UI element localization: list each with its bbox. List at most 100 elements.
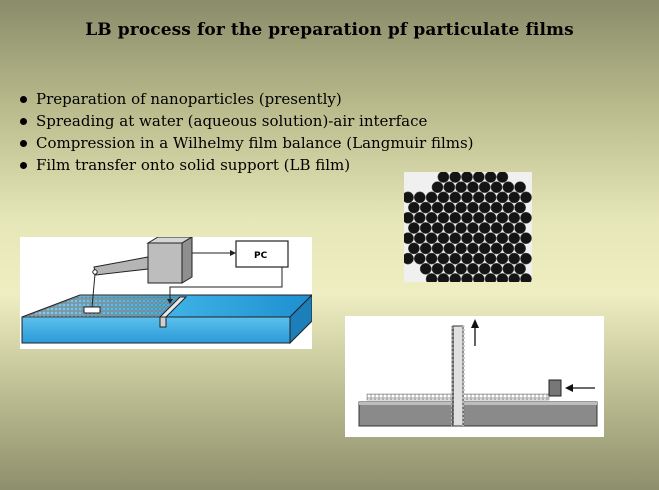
particle bbox=[443, 242, 456, 255]
particle bbox=[520, 252, 532, 265]
particle bbox=[508, 191, 521, 204]
particle bbox=[484, 172, 497, 183]
slide-title: LB process for the preparation pf partic… bbox=[85, 20, 574, 40]
particle bbox=[437, 273, 450, 282]
particle bbox=[443, 181, 456, 194]
bullet-text: Spreading at water (aqueous solution)-ai… bbox=[36, 112, 428, 130]
particle bbox=[461, 252, 473, 265]
particle bbox=[413, 191, 426, 204]
particle bbox=[484, 273, 497, 282]
nanoparticle-micrograph bbox=[404, 172, 532, 282]
particle bbox=[437, 191, 450, 204]
particle bbox=[520, 232, 532, 245]
particle bbox=[478, 201, 491, 214]
particle bbox=[413, 232, 426, 245]
particle bbox=[431, 181, 444, 194]
particle bbox=[455, 242, 467, 255]
particle bbox=[461, 211, 473, 224]
particle bbox=[449, 172, 462, 183]
particle bbox=[404, 211, 414, 224]
particle bbox=[514, 262, 526, 275]
particle bbox=[496, 232, 509, 245]
particle bbox=[425, 191, 438, 204]
particle bbox=[413, 211, 426, 224]
particle bbox=[478, 222, 491, 234]
particle bbox=[419, 242, 432, 255]
particle bbox=[449, 211, 462, 224]
particle bbox=[461, 273, 473, 282]
particle bbox=[455, 181, 467, 194]
particle bbox=[449, 273, 462, 282]
particle bbox=[467, 181, 479, 194]
particle bbox=[408, 201, 420, 214]
bullet-dot-icon bbox=[20, 161, 27, 169]
particle bbox=[408, 222, 420, 234]
particle bbox=[443, 201, 456, 214]
particle bbox=[508, 232, 521, 245]
particle bbox=[437, 172, 450, 183]
particle bbox=[496, 191, 509, 204]
particle bbox=[404, 191, 414, 204]
particle bbox=[467, 262, 479, 275]
particle bbox=[472, 191, 485, 204]
particle bbox=[437, 211, 450, 224]
particle bbox=[419, 201, 432, 214]
particle bbox=[514, 181, 526, 194]
particle bbox=[404, 232, 414, 245]
particle bbox=[520, 211, 532, 224]
particle bbox=[425, 232, 438, 245]
particle bbox=[514, 222, 526, 234]
particle bbox=[443, 222, 456, 234]
particle bbox=[472, 252, 485, 265]
particle bbox=[425, 252, 438, 265]
particle bbox=[496, 172, 509, 183]
particle bbox=[461, 232, 473, 245]
particle bbox=[484, 211, 497, 224]
particle bbox=[490, 222, 503, 234]
particle bbox=[425, 273, 438, 282]
particle bbox=[443, 262, 456, 275]
bullet-text: Film transfer onto solid support (LB fil… bbox=[36, 156, 351, 174]
particle bbox=[431, 201, 444, 214]
particle bbox=[455, 222, 467, 234]
particle bbox=[514, 201, 526, 214]
particle bbox=[419, 262, 432, 275]
particle bbox=[496, 211, 509, 224]
particle bbox=[490, 201, 503, 214]
particle bbox=[502, 181, 515, 194]
particle bbox=[508, 273, 521, 282]
particle bbox=[508, 211, 521, 224]
particle bbox=[502, 242, 515, 255]
particle bbox=[413, 252, 426, 265]
particle bbox=[431, 242, 444, 255]
particle bbox=[472, 211, 485, 224]
particle bbox=[455, 262, 467, 275]
particle bbox=[514, 242, 526, 255]
particle bbox=[467, 201, 479, 214]
particle bbox=[478, 242, 491, 255]
particle bbox=[484, 232, 497, 245]
bullet-text: Preparation of nanoparticles (presently) bbox=[36, 90, 342, 108]
particle bbox=[449, 252, 462, 265]
particle bbox=[502, 201, 515, 214]
bullet-text: Compression in a Wilhelmy film balance (… bbox=[36, 134, 474, 152]
bullet-item: Preparation of nanoparticles (presently) bbox=[20, 88, 474, 110]
bullet-item: Film transfer onto solid support (LB fil… bbox=[20, 154, 474, 176]
particle bbox=[502, 262, 515, 275]
bullet-dot-icon bbox=[20, 95, 27, 103]
pc-label: PC bbox=[254, 251, 268, 261]
particle bbox=[449, 191, 462, 204]
particle bbox=[490, 242, 503, 255]
particle bbox=[455, 201, 467, 214]
particle bbox=[484, 191, 497, 204]
particle bbox=[461, 172, 473, 183]
particle bbox=[419, 222, 432, 234]
lb-film-transfer-diagram bbox=[345, 316, 604, 437]
bullet-item: Compression in a Wilhelmy film balance (… bbox=[20, 132, 474, 154]
particle bbox=[431, 222, 444, 234]
bullet-dot-icon bbox=[20, 139, 27, 147]
langmuir-trough-diagram: PC bbox=[20, 237, 312, 349]
particle bbox=[404, 252, 414, 265]
particle bbox=[431, 262, 444, 275]
particle bbox=[449, 232, 462, 245]
